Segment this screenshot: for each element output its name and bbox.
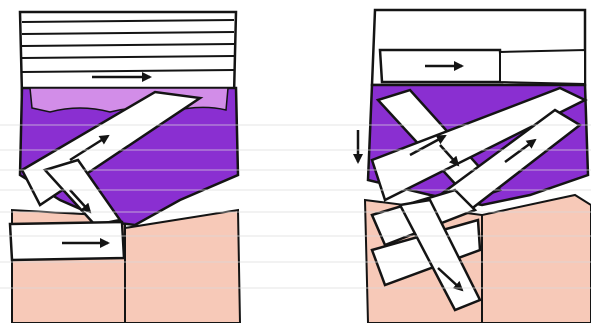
right-figure-left-leg — [482, 195, 591, 323]
left-figure-left-leg — [125, 210, 240, 323]
left-figure — [10, 12, 240, 323]
right-figure-waist-band-ext — [500, 50, 585, 84]
left-figure-thigh-band — [10, 222, 124, 260]
right-figure — [358, 10, 591, 323]
left-figure-torso-wrap — [20, 12, 236, 95]
